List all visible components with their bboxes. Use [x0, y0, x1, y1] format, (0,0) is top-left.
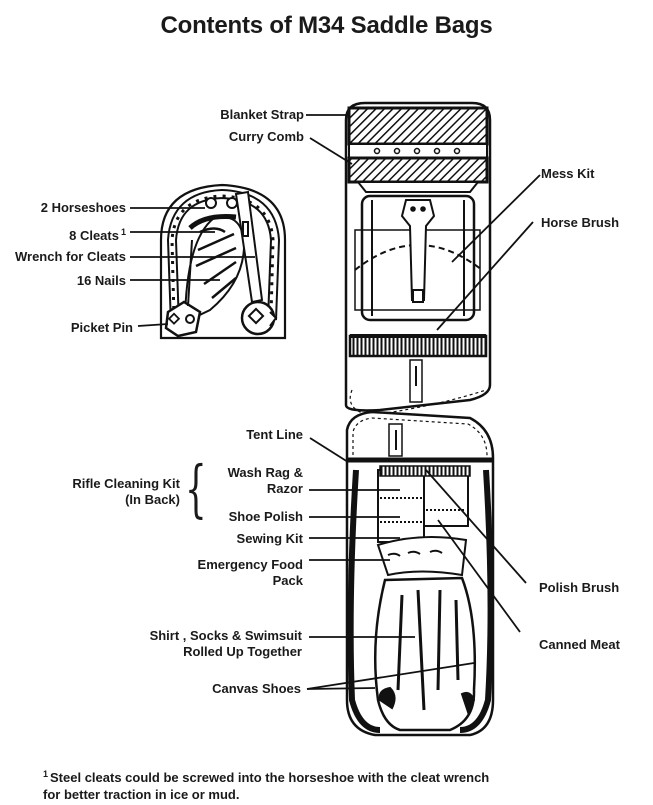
- grouping-brace: {: [185, 452, 207, 525]
- horse-brush-shape: [348, 334, 488, 358]
- label-wrench: Wrench for Cleats: [14, 249, 126, 264]
- footnote-text-1: Steel cleats could be screwed into the h…: [50, 770, 490, 785]
- label-sewing-kit: Sewing Kit: [236, 531, 303, 546]
- label-nails: 16 Nails: [76, 273, 126, 288]
- label-emergency-food-pack: Emergency Food Pack: [198, 557, 303, 589]
- upper-bag-drawing: [344, 101, 492, 415]
- footnote-line2: for better traction in ice or mud.: [43, 787, 240, 802]
- horseshoe-leader-lines: [130, 207, 255, 327]
- horseshoe-nail-holes: [170, 194, 275, 319]
- label-polish-brush: Polish Brush: [539, 580, 620, 595]
- label-canned-meat: Canned Meat: [539, 637, 620, 652]
- label-shoe-polish: Shoe Polish: [228, 509, 303, 524]
- clothes-line1: Shirt , Socks & Swimsuit: [149, 628, 302, 643]
- rifle-cleaning-kit-line1: Rifle Cleaning Kit: [72, 476, 180, 491]
- wash-rag-line1: Wash Rag &: [227, 465, 303, 480]
- footnote-ref-marker: 1: [120, 227, 126, 237]
- upper-bag-leader-lines: [306, 114, 541, 331]
- curry-comb-shape: [347, 156, 489, 184]
- lower-bag-drawing: [345, 410, 495, 737]
- footnote-marker: 1: [43, 769, 49, 779]
- label-curry-comb: Curry Comb: [228, 129, 304, 144]
- label-horse-brush: Horse Brush: [541, 215, 620, 230]
- diagram-title: Contents of M34 Saddle Bags: [160, 12, 493, 39]
- label-cleats-text: 8 Cleats: [69, 228, 119, 243]
- label-clothes: Shirt , Socks & Swimsuit Rolled Up Toget…: [150, 628, 302, 660]
- label-picket-pin: Picket Pin: [70, 320, 133, 335]
- horseshoe-kit-drawing: [159, 183, 287, 340]
- food-pack-line1: Emergency Food: [197, 557, 303, 572]
- clothes-line2: Rolled Up Together: [183, 644, 302, 659]
- label-tent-line: Tent Line: [246, 427, 303, 442]
- label-rifle-cleaning-kit: Rifle Cleaning Kit (In Back): [72, 476, 180, 508]
- label-horseshoes: 2 Horseshoes: [40, 200, 126, 215]
- food-pack-line2: Pack: [272, 573, 303, 588]
- label-wash-rag: Wash Rag & Razor: [228, 465, 303, 497]
- lower-bag-leader-lines: [306, 437, 527, 690]
- rifle-cleaning-kit-line2: (In Back): [125, 492, 180, 507]
- wash-rag-line2: Razor: [266, 481, 303, 496]
- blanket-strap-shape: [347, 106, 489, 146]
- label-blanket-strap: Blanket Strap: [220, 107, 304, 122]
- label-canvas-shoes: Canvas Shoes: [212, 681, 301, 696]
- label-mess-kit: Mess Kit: [541, 166, 595, 181]
